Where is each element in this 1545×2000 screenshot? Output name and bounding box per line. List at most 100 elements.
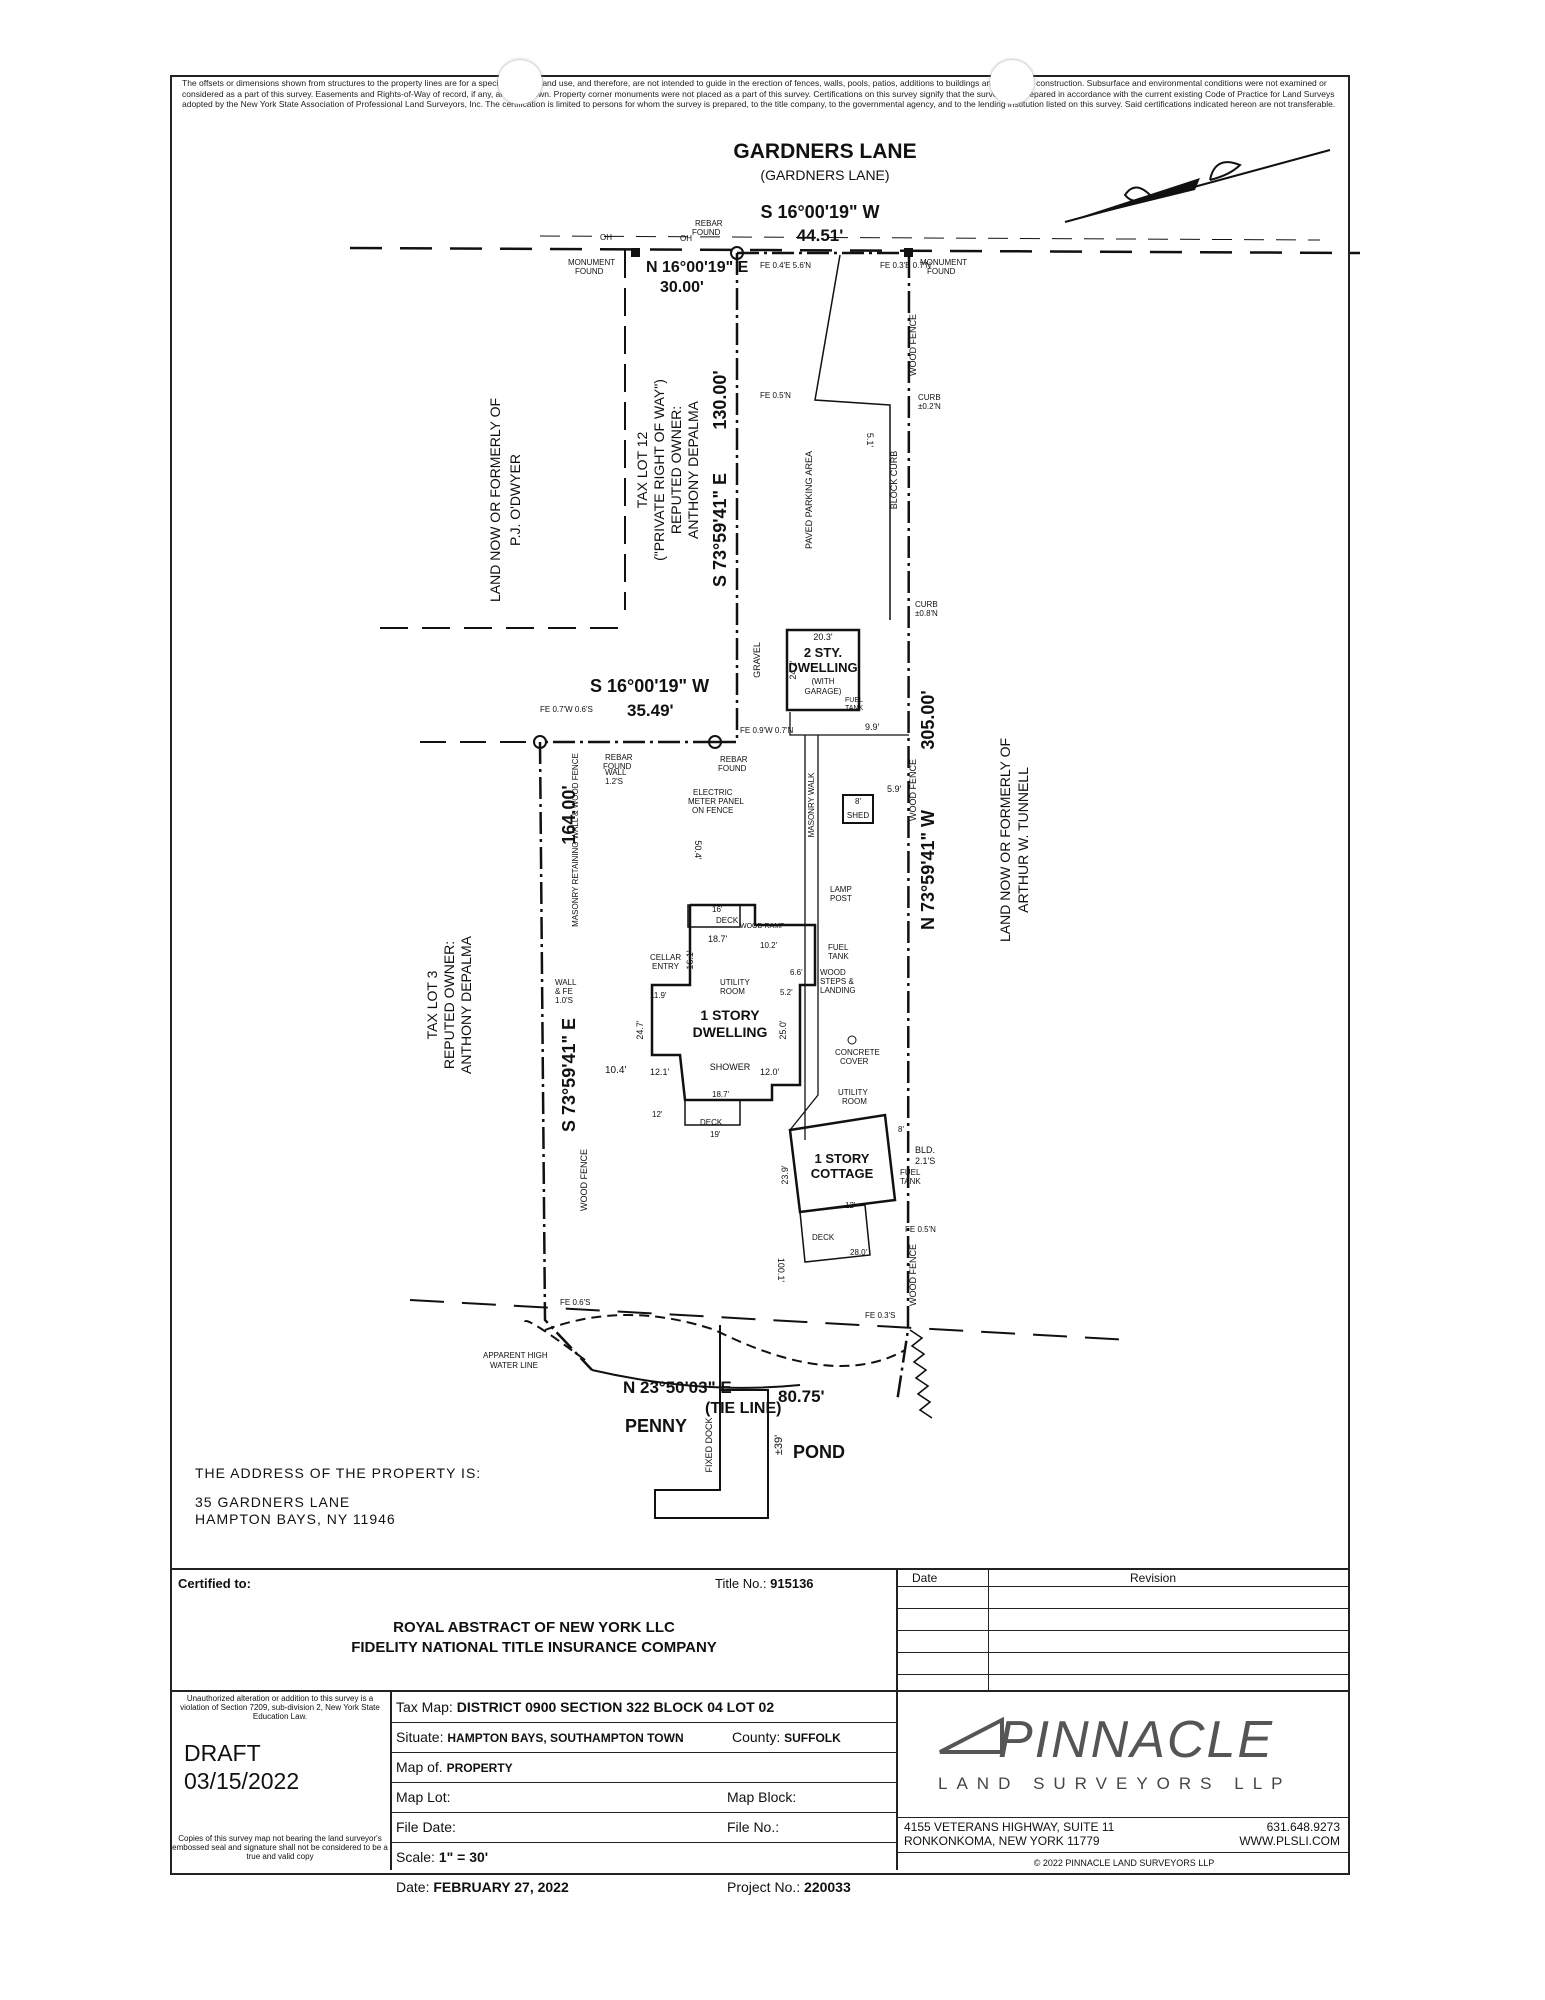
row-bearing: S 73°59'41" E bbox=[710, 473, 730, 587]
wall-label: WALL bbox=[605, 768, 627, 777]
mid-bearing: S 16°00'19" W bbox=[590, 676, 709, 696]
monument-marker bbox=[904, 248, 913, 257]
dim-label: 16.1' bbox=[685, 950, 695, 970]
certified-label: Certified to: bbox=[178, 1576, 251, 1591]
address-line-3: HAMPTON BAYS, NY 11946 bbox=[195, 1511, 396, 1527]
website-link[interactable]: WWW.PLSLI.COM bbox=[1239, 1834, 1340, 1848]
certified-to: ROYAL ABSTRACT OF NEW YORK LLC FIDELITY … bbox=[170, 1618, 898, 1658]
situate-row: Situate: HAMPTON BAYS, SOUTHAMPTON TOWN bbox=[396, 1729, 684, 1745]
dim-label: 24.7' bbox=[635, 1020, 645, 1040]
parking-outline bbox=[814, 254, 891, 620]
dim-label: 28.0' bbox=[850, 1248, 868, 1257]
dim-label: 8' bbox=[855, 797, 861, 806]
warning-note: Unauthorized alteration or addition to t… bbox=[180, 1694, 380, 1721]
west-distance: 164.00' bbox=[559, 785, 579, 844]
steps-label: LANDING bbox=[820, 986, 856, 995]
pinnacle-logo-icon bbox=[939, 1716, 1004, 1754]
cottage-2: COTTAGE bbox=[811, 1166, 874, 1181]
notes-box: Unauthorized alteration or addition to t… bbox=[170, 1690, 392, 1870]
street-line bbox=[349, 246, 1361, 255]
taxlot12-1: TAX LOT 12 bbox=[634, 432, 650, 509]
date-header: Date bbox=[912, 1571, 938, 1585]
south-tie: (TIE LINE) bbox=[705, 1400, 781, 1417]
project-row: Project No.: 220033 bbox=[727, 1879, 851, 1895]
title-no-label: Title No.: 915136 bbox=[715, 1576, 814, 1591]
copies-note: Copies of this survey map not bearing th… bbox=[172, 1834, 388, 1861]
taxlot3-2: REPUTED OWNER: bbox=[441, 941, 457, 1069]
dim-label: 5.2' bbox=[780, 988, 793, 997]
map-of-row: Map of. PROPERTY bbox=[396, 1759, 513, 1775]
taxlot3-3: ANTHONY DEPALMA bbox=[458, 935, 474, 1074]
high-water-line bbox=[524, 1314, 906, 1367]
rebar-label: REBAR bbox=[695, 219, 723, 228]
east-bearing: N 73°59'41" W bbox=[918, 810, 938, 930]
dim-label: 24.2' bbox=[788, 660, 798, 680]
right-owner-1: LAND NOW OR FORMERLY OF bbox=[997, 738, 1013, 942]
dim-label: 12.0' bbox=[760, 1067, 780, 1077]
dim-label: 10.2' bbox=[760, 941, 778, 950]
disclaimer-text: The offsets or dimensions shown from str… bbox=[182, 78, 1336, 109]
punch-hole bbox=[498, 60, 542, 104]
wall-label: WALL bbox=[555, 978, 577, 987]
dwelling2-1: 2 STY. bbox=[804, 645, 842, 660]
fence-label: WOOD FENCE bbox=[579, 1149, 589, 1211]
two-story-dwelling bbox=[785, 628, 861, 712]
left-owner-2: P.J. O'DWYER bbox=[507, 454, 523, 546]
property-address: THE ADDRESS OF THE PROPERTY IS: 35 GARDN… bbox=[195, 1465, 481, 1528]
row-north-dist: 30.00' bbox=[660, 279, 704, 296]
rebar-marker bbox=[533, 735, 547, 749]
shower-label: SHOWER bbox=[710, 1062, 751, 1072]
cellar-label: CELLAR bbox=[650, 953, 681, 962]
rebar-label: FOUND bbox=[718, 764, 747, 773]
fe-label: FE 0.5'N bbox=[760, 391, 791, 400]
masonry-walk bbox=[789, 735, 819, 1140]
fence-label: WOOD FENCE bbox=[908, 1244, 918, 1306]
oh-label: OH bbox=[600, 233, 612, 242]
hwl-2: WATER LINE bbox=[490, 1361, 538, 1370]
deck-bottom bbox=[684, 1099, 741, 1126]
wall-fence-label: MASONRY RETAINING WALL & WOOD FENCE bbox=[571, 753, 580, 927]
dim-label: 11.9' bbox=[650, 991, 667, 1000]
dim-label: 9.9' bbox=[865, 722, 880, 732]
map-lot-label: Map Lot: bbox=[396, 1789, 451, 1805]
map-of: PROPERTY bbox=[446, 1761, 513, 1775]
oh-label: OH bbox=[680, 234, 692, 243]
dim-label: 10.4' bbox=[605, 1065, 626, 1076]
one-story-dwelling bbox=[650, 903, 817, 1102]
bld-label: 2.1'S bbox=[915, 1156, 935, 1166]
address-line: RONKONKOMA, NEW YORK 11779 bbox=[904, 1834, 1100, 1848]
cottage-deck bbox=[799, 1204, 871, 1263]
fuel-tank-label: TANK bbox=[828, 952, 849, 961]
concrete-label: COVER bbox=[840, 1057, 869, 1066]
utility-label: UTILITY bbox=[720, 978, 750, 987]
fe-label: FE 0.6'S bbox=[560, 1298, 590, 1307]
certified-2: FIDELITY NATIONAL TITLE INSURANCE COMPAN… bbox=[351, 1639, 717, 1656]
taxlot12-3: REPUTED OWNER: bbox=[668, 406, 684, 534]
pond-label-1: PENNY bbox=[625, 1416, 687, 1436]
revision-header: Revision bbox=[1130, 1571, 1177, 1585]
monument-label: FOUND bbox=[575, 267, 604, 276]
road-bearing: S 16°00'19" W bbox=[760, 202, 879, 222]
dim-label: 50.4' bbox=[693, 840, 703, 860]
concrete-cover-icon bbox=[847, 1035, 857, 1045]
rebar-marker bbox=[730, 246, 744, 260]
county: SUFFOLK bbox=[784, 1731, 841, 1745]
tax-map: DISTRICT 0900 SECTION 322 BLOCK 04 LOT 0… bbox=[456, 1699, 775, 1715]
fe-label: FE 0.7'W 0.6'S bbox=[540, 705, 593, 714]
deck-label: DECK bbox=[812, 1233, 835, 1242]
draft-label: DRAFT bbox=[184, 1740, 261, 1766]
gravel-label: GRAVEL bbox=[752, 642, 762, 678]
curb-label: CURB bbox=[918, 393, 941, 402]
road-distance: 44.51' bbox=[797, 226, 844, 245]
right-owner-2: ARTHUR W. TUNNELL bbox=[1015, 767, 1031, 913]
dim-label: 18.7' bbox=[712, 1090, 730, 1099]
company-box: PINNACLE LAND SURVEYORS LLP 4155 VETERAN… bbox=[898, 1690, 1350, 1870]
fuel-tank-label: FUEL bbox=[828, 943, 849, 952]
dim-label: 12.1' bbox=[650, 1067, 670, 1077]
fe-label: FE 0.3'E 0.7'N bbox=[880, 261, 931, 270]
file-no-label: File No.: bbox=[727, 1819, 780, 1835]
walkway bbox=[789, 712, 909, 736]
utility-label: UTILITY bbox=[838, 1088, 868, 1097]
row-distance: 130.00' bbox=[710, 370, 730, 429]
address-line: 4155 VETERANS HIGHWAY, SUITE 11 bbox=[904, 1820, 1115, 1834]
